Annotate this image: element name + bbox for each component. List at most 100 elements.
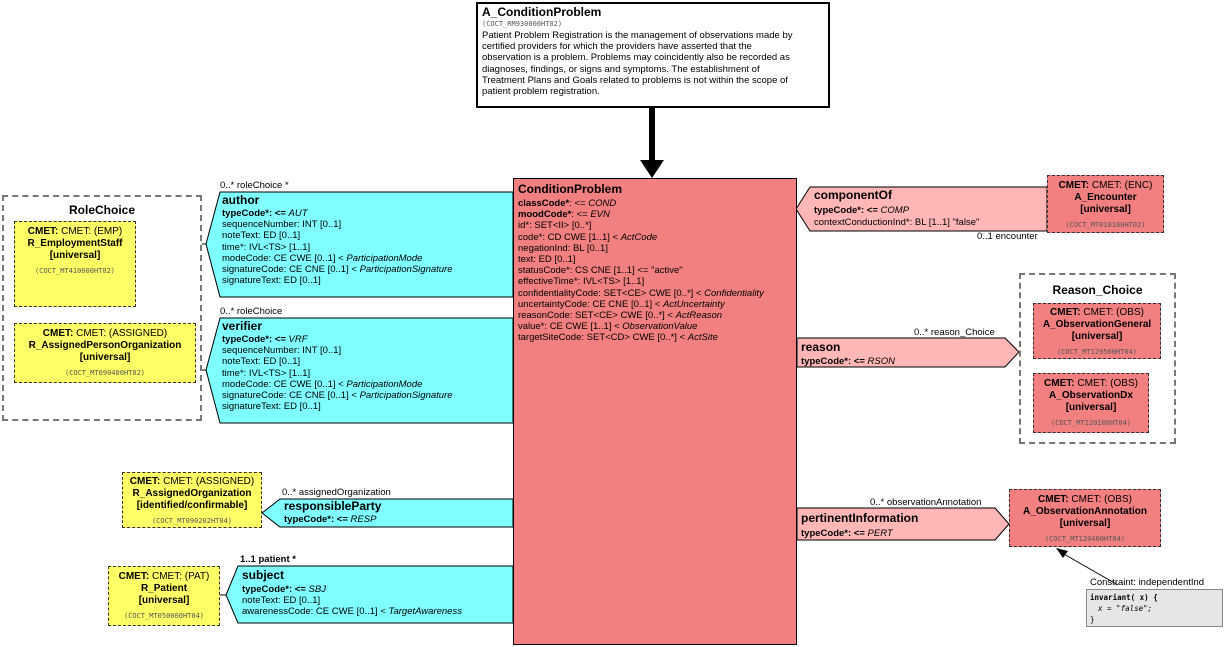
cmet-encounter: CMET: CMET: (ENC) A_Encounter [universal… <box>1047 175 1164 233</box>
constraint-line-2: x = "false"; <box>1098 604 1153 613</box>
attribute-type: : <= <box>571 209 591 221</box>
reason-choice-title: Reason_Choice <box>1052 283 1143 297</box>
attribute-name: negationInd <box>518 242 568 254</box>
entry-description-line: certified providers for which the provid… <box>482 41 752 53</box>
attribute-vocab: Confidentiality <box>704 287 764 299</box>
entry-arrow-head <box>640 160 664 178</box>
attribute-name: effectiveTime* <box>518 276 578 288</box>
attribute-name: value* <box>518 321 545 333</box>
subject-shape <box>225 565 514 624</box>
typecode-value: RSON <box>867 356 895 367</box>
cmet-level: [universal] <box>1071 331 1123 342</box>
cmet-code: (COCT_MT410000HT02) <box>34 267 116 275</box>
attribute-vocab: ActCode <box>620 231 658 243</box>
attribute-name: classCode* <box>518 198 570 209</box>
attribute-text: typeCode*: <= <box>222 334 289 345</box>
cmet-observation-dx: CMET: CMET: (OBS) A_ObservationDx [unive… <box>1033 373 1149 433</box>
entry-point-box: A_ConditionProblem (COCT_RM930000HT02) P… <box>476 2 830 108</box>
attribute-text: awarenessCode: CE CWE [0..1] < <box>242 606 389 618</box>
componentof-title: componentOf <box>814 188 892 202</box>
entry-description: Patient Problem Registration is the mana… <box>482 30 793 97</box>
attribute-type: : SET<CD> CWE [0..*] < <box>581 332 688 344</box>
class-attribute: value*: CE CWE [1..1] < ObservationValue <box>518 321 764 332</box>
pertinent-title: pertinentInformation <box>801 511 919 525</box>
cmet-level: [universal] <box>49 250 101 261</box>
attribute-type: : CD CWE [1..1] < <box>542 231 621 243</box>
constraint-title: Constraint: independentInd <box>1090 577 1205 588</box>
attribute-vocab: SBJ <box>308 584 326 595</box>
cmet-name: R_AssignedOrganization <box>132 488 252 499</box>
constraint-box: invariant( x) { x = "false"; } <box>1086 589 1223 627</box>
attribute-type: : SET<II> [0..*] <box>529 220 592 232</box>
cmet-code: (COCT_MT090400HT02) <box>64 369 146 377</box>
cmet-name: R_Patient <box>140 583 188 594</box>
participation-attribute: signatureText: ED [0..1] <box>222 401 453 412</box>
componentof-shape <box>795 186 1048 232</box>
cmet-level: [identified/confirmable] <box>136 500 248 511</box>
cmet-head: CMET: CMET: (ENC) <box>1058 180 1153 191</box>
cmet-level: [universal] <box>79 352 131 363</box>
entry-title: A_ConditionProblem <box>482 5 602 19</box>
reason-typecode: typeCode*: <= RSON <box>801 356 895 367</box>
cmet-head: CMET: CMET: (OBS) <box>1050 307 1144 318</box>
cmet-name: A_ObservationGeneral <box>1042 319 1152 330</box>
class-attribute: text: ED [0..1] <box>518 254 764 265</box>
cmet-head: CMET: CMET: (ASSIGNED) <box>129 476 255 487</box>
typecode-label: typeCode*: <= <box>814 205 881 216</box>
author-shape <box>205 191 514 298</box>
attribute-name: confidentialityCode <box>518 287 599 299</box>
cmet-name: R_AssignedPersonOrganization <box>28 340 182 351</box>
attribute-text: signatureText: ED [0..1] <box>222 401 321 413</box>
participation-attribute: modeCode: CE CWE [0..1] < ParticipationM… <box>222 253 453 264</box>
responsible-cardinality: 0..* assignedOrganization <box>282 487 391 498</box>
attribute-type: : SET<CE> CWE [0..*] < <box>569 310 676 322</box>
constraint-arrow-head <box>1056 548 1068 558</box>
cmet-head-text: CMET: (OBS) <box>1083 307 1144 318</box>
reason-shape <box>796 337 1020 368</box>
typecode-label: typeCode*: <= <box>284 514 351 525</box>
class-attribute: moodCode*: <= EVN <box>518 209 764 220</box>
cmet-observation-annotation: CMET: CMET: (OBS) A_ObservationAnnotatio… <box>1009 489 1161 547</box>
participation-attribute: noteText: ED [0..1] <box>242 595 462 606</box>
attribute-vocab: ActUncertainty <box>662 298 725 310</box>
participation-attribute: typeCode*: <= VRF <box>222 334 453 345</box>
attribute-type: : ED [0..1] <box>533 254 576 266</box>
role-choice-box: RoleChoice CMET: CMET: (EMP) R_Employmen… <box>2 195 202 421</box>
cmet-head-text: CMET: (OBS) <box>1077 378 1138 389</box>
participation-attribute: signatureText: ED [0..1] <box>222 275 453 286</box>
attribute-vocab: ParticipationSignature <box>359 264 453 276</box>
attribute-text: signatureCode: CE CNE [0..1] < <box>222 264 360 276</box>
verifier-shape <box>205 317 514 424</box>
entry-code: (COCT_RM930000HT02) <box>482 20 563 28</box>
cmet-patient: CMET: CMET: (PAT) R_Patient [universal] … <box>108 566 220 626</box>
attribute-vocab: ParticipationMode <box>346 378 423 390</box>
participation-attribute: awarenessCode: CE CWE [0..1] < TargetAwa… <box>242 606 462 617</box>
cmet-head: CMET: CMET: (OBS) <box>1044 378 1138 389</box>
attribute-type: : BL [0..1] <box>567 242 608 254</box>
typecode-label: typeCode*: <= <box>801 528 868 539</box>
reason-title: reason <box>801 340 841 354</box>
cmet-code: (COCT_MT120100HT04) <box>1050 419 1132 427</box>
pertinent-typecode: typeCode*: <= PERT <box>801 528 893 539</box>
cmet-head-text: CMET: (ASSIGNED) <box>76 328 168 339</box>
cmet-employment-staff: CMET: CMET: (EMP) R_EmploymentStaff [uni… <box>14 221 136 307</box>
class-attribute: uncertaintyCode: CE CNE [0..1] < ActUnce… <box>518 299 764 310</box>
attribute-text: signatureText: ED [0..1] <box>222 275 321 287</box>
attribute-name: uncertaintyCode <box>518 298 588 310</box>
participation-attribute: sequenceNumber: INT [0..1] <box>222 219 453 230</box>
attribute-vocab: ParticipationMode <box>346 252 423 264</box>
class-attribute: confidentialityCode: SET<CE> CWE [0..*] … <box>518 288 764 299</box>
attribute-vocab: COND <box>588 198 617 209</box>
attribute-name: moodCode* <box>518 209 572 221</box>
constraint-line-1: invariant( x) { <box>1090 593 1158 602</box>
entry-description-line: Patient Problem Registration is the mana… <box>482 30 793 41</box>
attribute-name: code* <box>518 231 543 243</box>
author-cardinality: 0..* roleChoice * <box>220 180 289 191</box>
typecode-value: COMP <box>880 205 910 216</box>
subject-cardinality: 1..1 patient * <box>240 554 296 565</box>
entry-description-line: diagnoses, findings, or signs and sympto… <box>482 63 760 75</box>
attribute-text: typeCode*: <= <box>222 208 289 219</box>
cmet-level: [universal] <box>1065 402 1117 413</box>
